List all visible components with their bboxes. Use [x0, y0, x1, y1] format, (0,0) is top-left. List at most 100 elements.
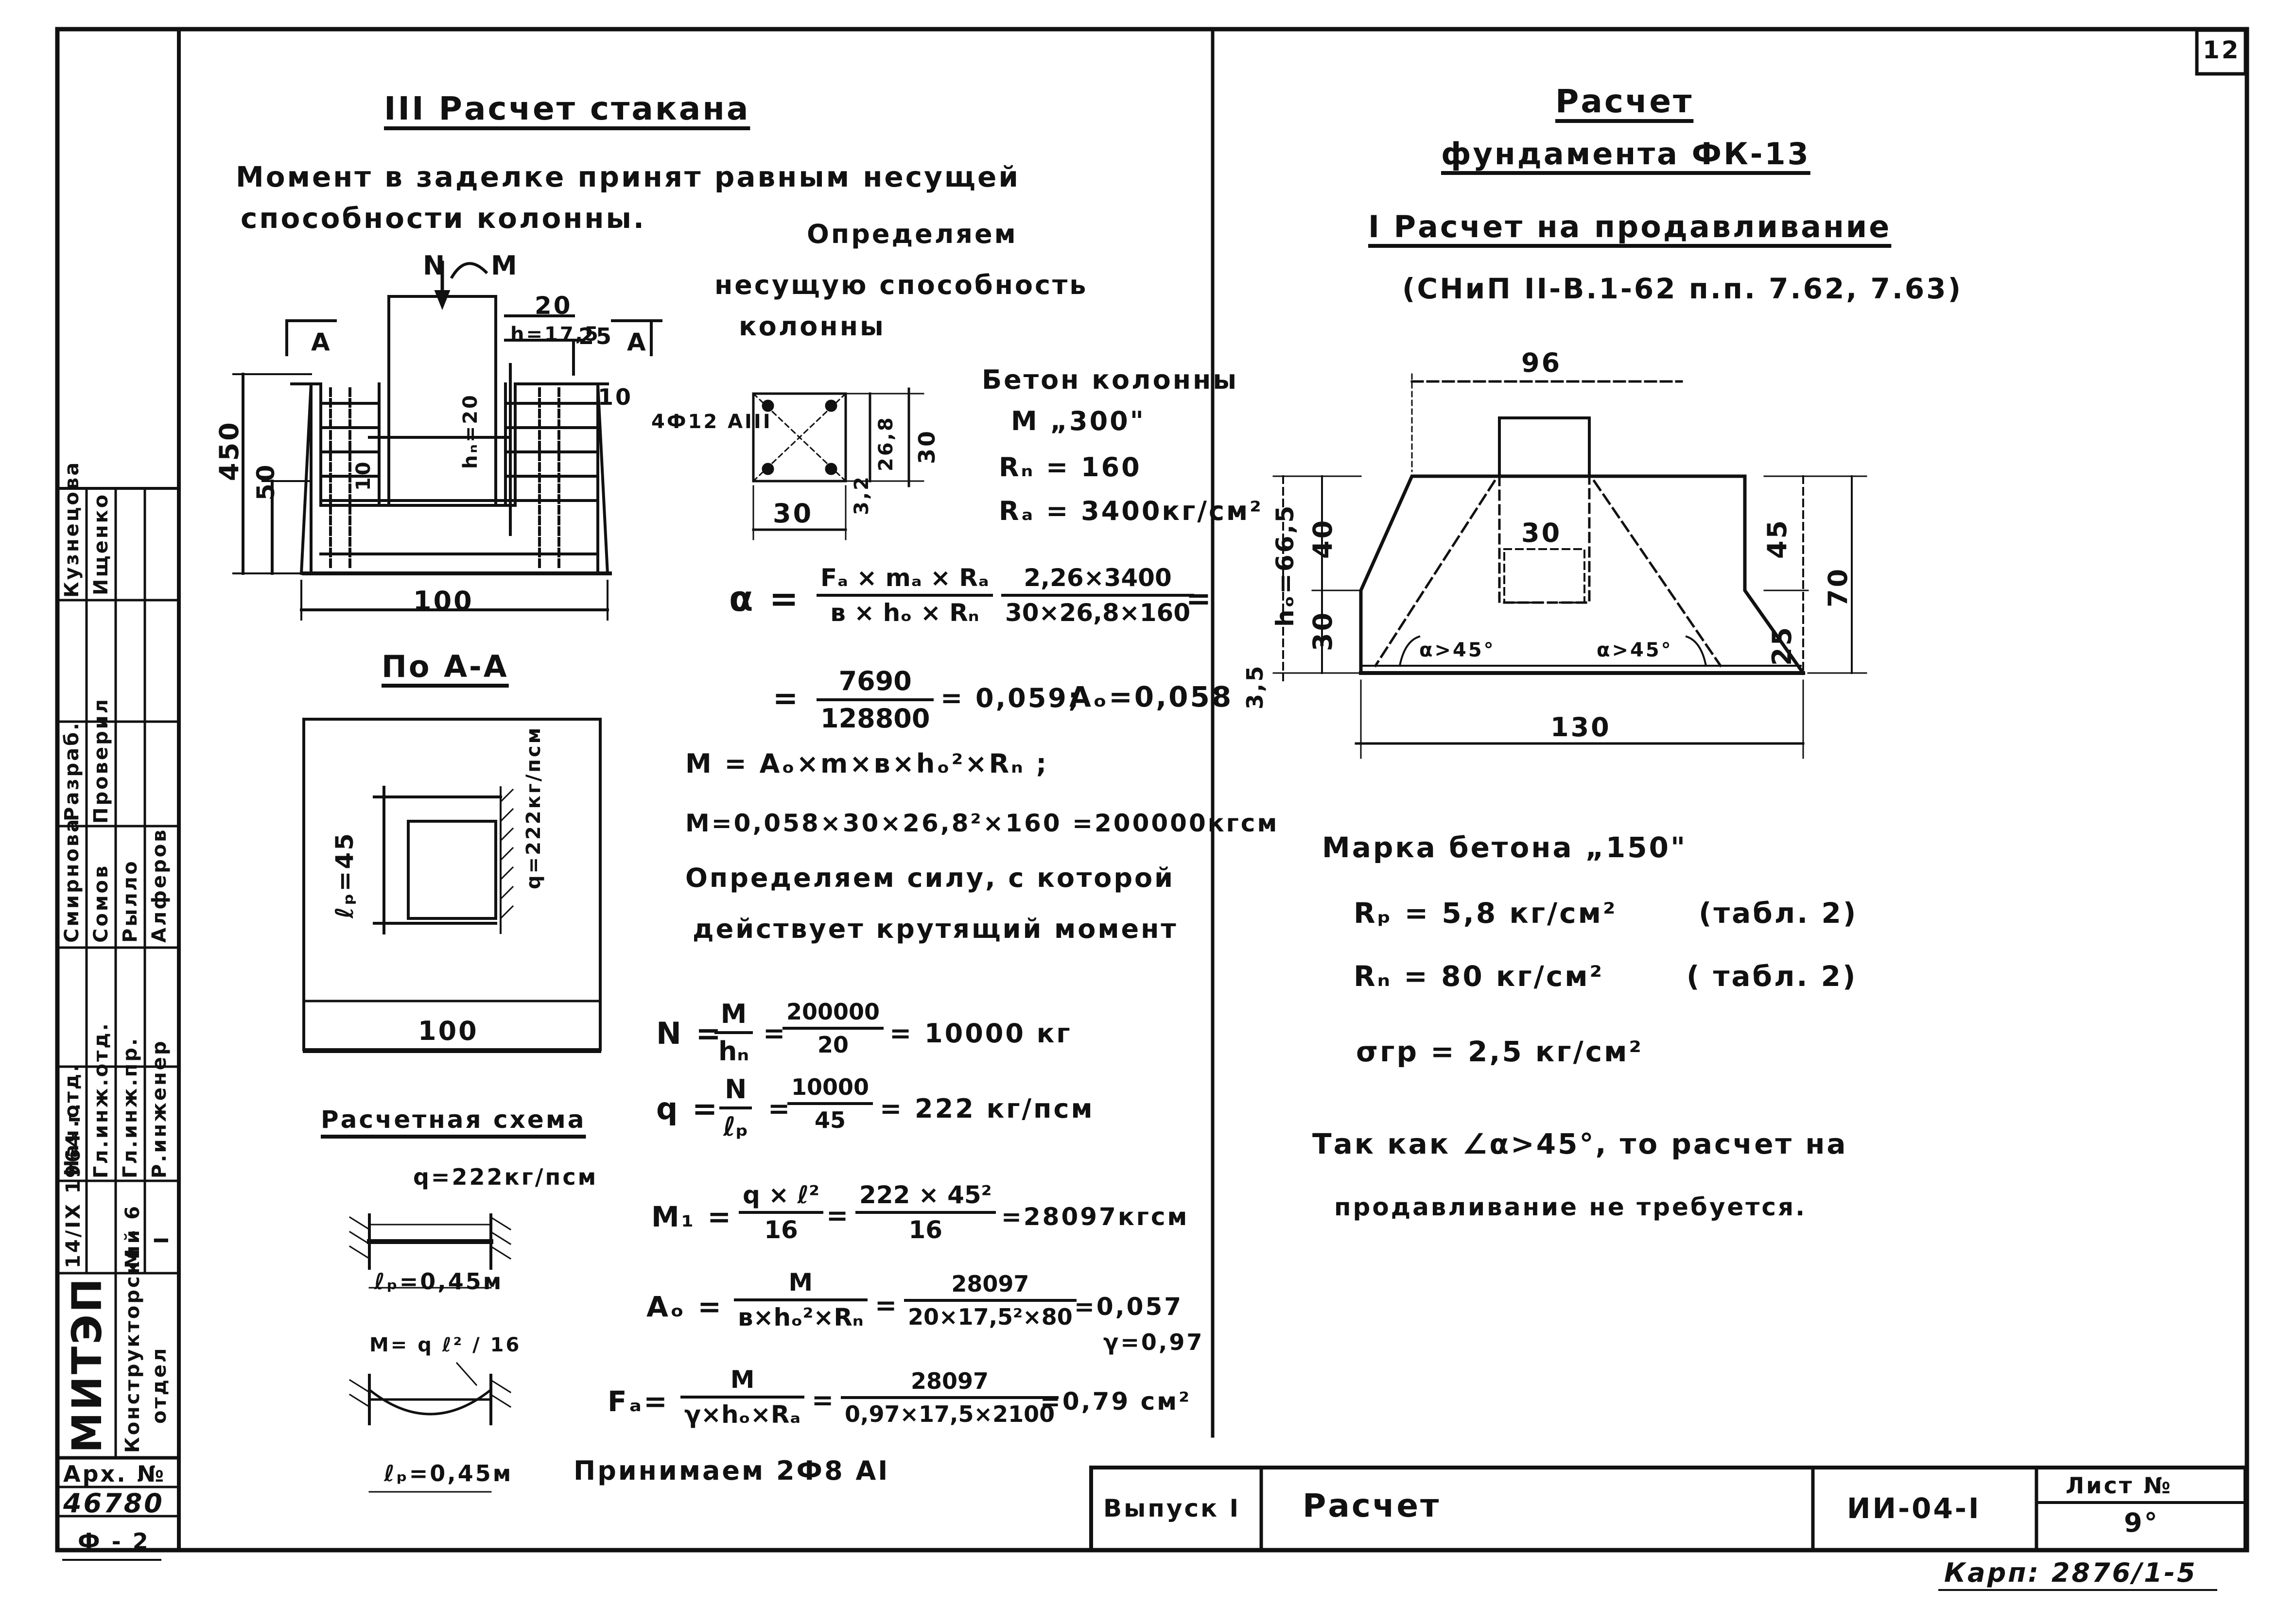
q-den-2: 45 [815, 1107, 846, 1133]
alpha-frac-3: 7690 128800 [817, 666, 934, 734]
aa-q-222: q=222кг/псм [522, 726, 545, 889]
n-num: M [714, 999, 753, 1034]
rebar-label: 4Ф12 АIII [651, 411, 772, 433]
archive-label: Арх. № [63, 1461, 166, 1487]
title-block-title: Расчет [1303, 1487, 1441, 1524]
scheme-q: q=222кг/псм [413, 1164, 598, 1190]
q-lhs: q = [656, 1091, 719, 1126]
m1-frac-1: q × ℓ² 16 [739, 1181, 823, 1244]
scheme-lp-2: ℓₚ=0,45м [384, 1460, 513, 1486]
fa-eq: = [812, 1385, 836, 1416]
fnd-dim-96: 96 [1521, 347, 1562, 378]
alpha-den-1: в × hₒ × Rₙ [830, 599, 979, 627]
section-aa-plan [302, 718, 602, 1053]
section-aa-title: По А-А [382, 649, 509, 684]
section-mark-a-right: А [627, 328, 648, 356]
fnd-dim-30: 30 [1521, 518, 1562, 548]
cs-dim-30-v: 30 [914, 429, 940, 464]
dim-450: 450 [214, 420, 244, 481]
section-title-glass: III Расчет стакана [384, 90, 750, 127]
n-lhs: N = [656, 1016, 723, 1051]
title-block-code: ИИ-04-I [1847, 1492, 1981, 1525]
force-text-1: Определяем силу, с которой [685, 863, 1175, 893]
title-block-list-label: Лист № [2066, 1472, 2173, 1499]
scale-mark-2: I [151, 1235, 173, 1244]
name-smirnova: Смирнова [61, 817, 83, 943]
q-frac-2: 10000 45 [787, 1074, 873, 1133]
intro-line-2: способности колонны. [241, 202, 646, 235]
fa-frac-1: M γ×hₒ×Rₐ [680, 1365, 805, 1429]
snip-reference: (СНиП II-В.1-62 п.п. 7.62, 7.63) [1402, 272, 1963, 305]
gamma-value: γ=0,97 [1103, 1329, 1204, 1355]
fa-lhs: Fₐ= [608, 1385, 669, 1418]
n-frac-1: M hₙ [714, 999, 753, 1067]
design-scheme [348, 1213, 512, 1493]
q-eq: = [768, 1093, 792, 1124]
rp-value: Rₚ = 5,8 кг/см² [1354, 897, 1618, 930]
fnd-dim-h0: hₒ=66,5 [1271, 503, 1299, 627]
q-result: = 222 кг/псм [880, 1093, 1095, 1124]
fnd-angle-right: α>45° [1597, 639, 1673, 661]
force-text-2: действует крутящий момент [693, 914, 1178, 944]
m1-den-2: 16 [908, 1216, 943, 1244]
right-title-2: фундамента ФК-13 [1441, 136, 1810, 172]
right-title-1: Расчет [1555, 83, 1694, 120]
dim-h175: h=17,5 [510, 323, 600, 346]
a0-den-2: 20×17,5²×80 [908, 1304, 1073, 1330]
foundation-section [1272, 373, 1867, 759]
m1-den: 16 [764, 1216, 798, 1244]
cs-dim-32: 3,2 [851, 475, 873, 515]
fa-num: M [680, 1365, 805, 1399]
n-eq: = [763, 1018, 787, 1049]
role-r-inzhener: Р.инженер [148, 1039, 171, 1178]
concrete-grade-150: Марка бетона „150" [1322, 831, 1687, 864]
dim-10b: 10 [352, 460, 375, 491]
moment-formula-1: M = Aₒ×m×в×hₒ²×Rₙ ; [685, 748, 1049, 779]
sigma-gr-value: σгр = 2,5 кг/см² [1356, 1035, 1643, 1068]
fa-den-2: 0,97×17,5×2100 [845, 1401, 1055, 1427]
fnd-angle-left: α>45° [1419, 639, 1496, 661]
dim-20: 20 [535, 292, 573, 320]
n-den: hₙ [718, 1036, 749, 1067]
scheme-lp-1: ℓₚ=0,45м [374, 1268, 504, 1295]
m1-result: =28097кгсм [1001, 1203, 1189, 1231]
n-result: = 10000 кг [889, 1018, 1072, 1049]
fa-result: =0,79 см² [1040, 1387, 1192, 1416]
fnd-dim-25: 25 [1767, 625, 1797, 666]
dim-hn20: hₙ=20 [459, 393, 482, 469]
fnd-dim-35: 3,5 [1242, 664, 1268, 710]
rn-value: Rₙ = 80 кг/см² [1354, 960, 1604, 993]
concrete-ra: Rₐ = 3400кг/см² [999, 496, 1263, 526]
n-den-2: 20 [818, 1032, 849, 1058]
role-razrab: Разраб. [61, 721, 83, 821]
a0-value: Aₒ=0,058 [1069, 680, 1234, 713]
dim-100: 100 [413, 586, 474, 616]
rn-ref: ( табл. 2) [1687, 960, 1858, 993]
force-n-label: N [423, 250, 447, 281]
det-heading-3: колонны [739, 311, 886, 342]
fa-den: γ×hₒ×Rₐ [684, 1400, 801, 1429]
role-gl-inzh-pr: Гл.инж.пр. [119, 1036, 141, 1178]
title-block-list-no: 9° [2124, 1507, 2159, 1538]
org-name: МИТЭП [63, 1276, 111, 1453]
title-block-frame [1089, 1466, 2247, 1552]
moment-formula-2: M=0,058×30×26,8²×160 =200000кгсм [685, 809, 1279, 837]
title-block-vypusk: Выпуск I [1103, 1494, 1241, 1522]
m1-eq: = [826, 1200, 851, 1231]
n-num-2: 200000 [783, 999, 884, 1030]
aa-lp-45: ℓₚ=45 [330, 831, 359, 918]
q-frac-1: N ℓₚ [719, 1074, 752, 1142]
a0-frac-2: 28097 20×17,5²×80 [904, 1271, 1077, 1330]
q-num-2: 10000 [787, 1074, 873, 1105]
outer-frame [55, 27, 2249, 1553]
fa-frac-2: 28097 0,97×17,5×2100 [841, 1368, 1059, 1427]
dim-50: 50 [252, 463, 280, 501]
name-kuznetsova: Кузнецова [61, 460, 83, 598]
rp-ref: (табл. 2) [1699, 897, 1858, 930]
alpha-den-3: 128800 [820, 703, 930, 734]
role-gl-inzh-otd: Гл.инж.отд. [90, 1021, 112, 1178]
scale-mark: M - 6 [122, 1204, 144, 1268]
karp-note: Карп: 2876/1-5 [1944, 1557, 2197, 1588]
intro-line-1: Момент в заделке принят равным несущей [236, 160, 1021, 193]
